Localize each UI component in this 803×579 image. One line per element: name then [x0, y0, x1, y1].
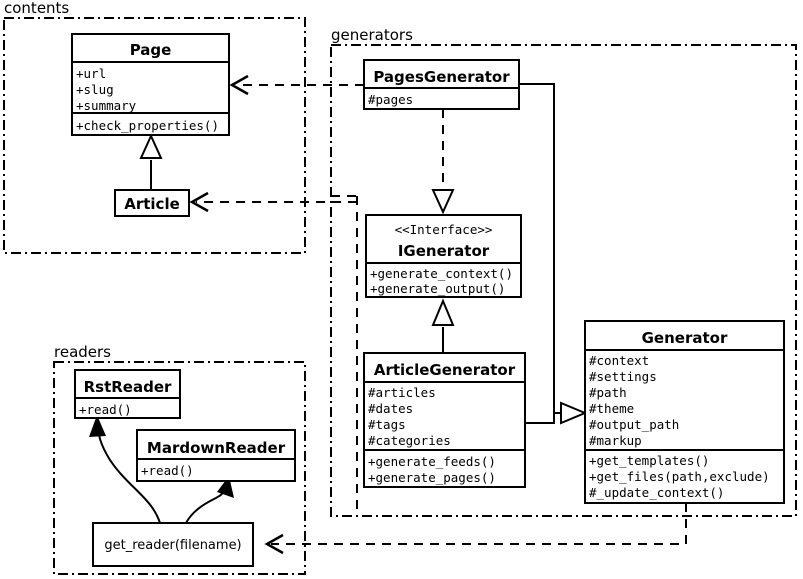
- edge-pagesgenerator-to-igenerator: [431, 109, 455, 215]
- class-page-frame: [71, 33, 230, 136]
- class-rstreader-method: +read(): [79, 402, 132, 417]
- class-pagesgenerator-attribute: #pages: [368, 92, 413, 107]
- class-page-method: +check_properties(): [76, 118, 219, 133]
- class-generator-method: +get_templates(): [589, 453, 709, 468]
- edge-generator-to-getreader: [264, 503, 687, 555]
- class-rstreader-name: RstReader: [84, 378, 172, 396]
- edge-article-to-page: [139, 133, 163, 190]
- class-generator-method: +get_files(path,exclude): [589, 469, 770, 484]
- class-box-page[interactable]: Page +url +slug +summary +check_properti…: [71, 33, 230, 136]
- class-igenerator-method: +generate_output(): [370, 281, 505, 296]
- class-box-rstreader[interactable]: RstReader +read(): [74, 369, 181, 419]
- class-articlegenerator-method: +generate_pages(): [368, 470, 496, 485]
- class-page-name: Page: [130, 41, 172, 59]
- class-articlegenerator-attribute: #tags: [368, 417, 406, 432]
- class-igenerator-frame: [365, 214, 522, 298]
- class-generator-attribute: #markup: [589, 433, 642, 448]
- class-articlegenerator-frame: [363, 352, 526, 488]
- class-generator-attribute: #settings: [589, 369, 657, 384]
- class-article-frame: [114, 189, 190, 217]
- class-box-articlegenerator[interactable]: ArticleGenerator #articles #dates #tags …: [363, 352, 526, 488]
- class-generator-attribute: #theme: [589, 401, 634, 416]
- class-generator-attribute: #output_path: [589, 417, 679, 432]
- edge-articlegenerator-to-generator: [525, 401, 588, 425]
- class-generator-attribute: #path: [589, 385, 627, 400]
- class-articlegenerator-attribute: #articles: [368, 385, 436, 400]
- class-article-name: Article: [124, 195, 180, 213]
- package-generators-border: [330, 44, 797, 517]
- edge-articlegenerator-to-article: [189, 191, 357, 213]
- class-box-mardownreader[interactable]: MardownReader +read(): [136, 429, 296, 482]
- class-box-pagesgenerator[interactable]: PagesGenerator #pages: [363, 59, 520, 110]
- class-generator-name: Generator: [642, 329, 728, 347]
- class-generator-attribute: #context: [589, 353, 649, 368]
- edge-pagesgenerator-to-generator: [519, 83, 555, 413]
- edge-getreader-to-rstreader: [89, 415, 161, 524]
- package-contents-border: [3, 17, 306, 254]
- function-get-reader-frame: [92, 522, 254, 567]
- class-articlegenerator-method: +generate_feeds(): [368, 454, 496, 469]
- class-pagesgenerator-name: PagesGenerator: [373, 68, 510, 86]
- class-igenerator-stereotype: <<Interface>>: [395, 222, 493, 237]
- package-generators-label: generators: [331, 26, 413, 44]
- class-igenerator-method: +generate_context(): [370, 266, 513, 281]
- class-articlegenerator-attribute: #dates: [368, 401, 413, 416]
- class-box-article[interactable]: Article: [114, 189, 190, 217]
- class-mardownreader-method: +read(): [141, 463, 194, 478]
- class-mardownreader-name: MardownReader: [147, 439, 286, 457]
- class-page-attribute: +summary: [76, 98, 137, 113]
- function-get-reader-label: get_reader(filename): [104, 538, 241, 553]
- edge-articlegenerator-to-igenerator: [431, 298, 455, 353]
- package-generators: generators: [330, 26, 797, 517]
- class-box-generator[interactable]: Generator #context #settings #path #them…: [584, 320, 785, 504]
- edge-pagesgenerator-to-page: [229, 74, 364, 96]
- class-box-igenerator[interactable]: <<Interface>> IGenerator +generate_conte…: [365, 214, 522, 298]
- class-igenerator-name: IGenerator: [398, 242, 490, 260]
- class-mardownreader-frame: [136, 429, 296, 482]
- class-generator-method: #_update_context(): [589, 485, 724, 500]
- class-pagesgenerator-frame: [363, 59, 520, 110]
- class-rstreader-frame: [74, 369, 181, 419]
- package-readers-label: readers: [54, 343, 111, 361]
- class-page-attribute: +url: [76, 66, 106, 81]
- edge-getreader-to-mardownreader: [185, 476, 234, 524]
- package-contents: contents: [3, 0, 306, 254]
- package-readers-border: [53, 361, 306, 575]
- package-readers: readers: [53, 343, 306, 575]
- class-generator-frame: [584, 320, 785, 504]
- class-articlegenerator-name: ArticleGenerator: [374, 361, 516, 379]
- class-articlegenerator-attribute: #categories: [368, 433, 451, 448]
- package-contents-label: contents: [4, 0, 69, 17]
- class-page-attribute: +slug: [76, 82, 114, 97]
- function-box-get-reader[interactable]: get_reader(filename): [92, 522, 254, 567]
